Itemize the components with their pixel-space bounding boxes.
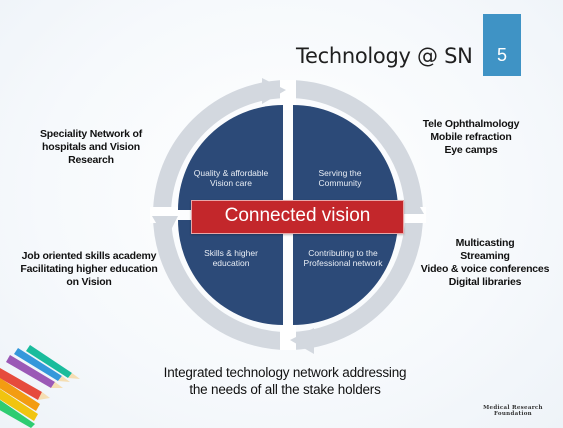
page-number: 5	[496, 45, 507, 65]
bottom-caption: Integrated technology network addressing…	[163, 365, 407, 397]
arrow-left-icon	[290, 328, 314, 354]
ring-gap	[280, 320, 296, 350]
quadrant-bottom-right	[293, 220, 398, 325]
pencil-icon	[0, 345, 80, 428]
arrow-down-icon	[398, 190, 424, 214]
arrow-up-icon	[152, 216, 178, 240]
quadrant-top-right	[293, 105, 398, 210]
center-banner: Connected vision	[191, 200, 404, 234]
page-number-badge: 5	[483, 14, 521, 76]
slide-title: Technology @ SN	[296, 44, 473, 68]
quadrant-top-left	[178, 105, 283, 210]
quadrant-bottom-left	[178, 220, 283, 325]
arrow-right-icon	[262, 78, 286, 104]
ring-gap	[280, 80, 296, 110]
center-banner-label: Connected vision	[224, 205, 371, 226]
